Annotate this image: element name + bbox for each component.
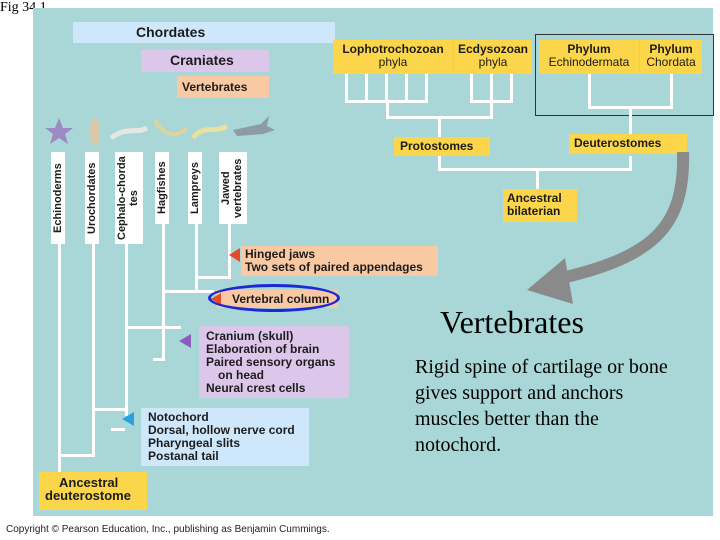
tree-line: [470, 74, 473, 102]
ecdysozoan-line2: phyla: [478, 55, 508, 69]
chordates-label: Chordates: [73, 22, 335, 43]
cranium-line1: Cranium (skull): [206, 329, 294, 343]
ancestral-bilaterian-line1: Ancestral: [507, 191, 562, 205]
tree-line: [162, 290, 214, 293]
zoom-arrowhead: [527, 258, 573, 304]
tree-line: [125, 326, 181, 329]
deuterostome-phyla-frame: [535, 34, 714, 116]
chordata-line2: Chordata: [646, 55, 696, 69]
craniates-label: Craniates: [141, 50, 269, 72]
tree-line: [58, 454, 95, 457]
tree-line: [510, 74, 513, 102]
protostomes-label: Protostomes: [394, 137, 490, 156]
echinodermata-label: Phylum Echinodermata: [539, 40, 639, 74]
lophotrochozoan-phyla-label: Lophotrochozoan phyla: [333, 40, 453, 74]
ancestral-deuterostome-line1: Ancestral: [59, 475, 119, 490]
cranium-line5: Neural crest cells: [206, 381, 306, 395]
ancestral-bilaterian-line2: bilaterian: [507, 204, 561, 218]
tree-line: [536, 170, 539, 190]
vertebrates-label: Vertebrates: [177, 76, 269, 98]
echinodermata-line1: Phylum: [567, 42, 611, 56]
taxon-echinoderms: Echinoderms: [51, 152, 65, 244]
deuterostomes-label: Deuterostomes: [569, 134, 687, 154]
tree-line: [490, 74, 493, 102]
tree-line: [588, 74, 591, 108]
tree-line: [438, 156, 441, 170]
lancelet-icon: [109, 125, 149, 141]
tree-line: [365, 74, 368, 102]
vertebral-highlight-ring: [208, 284, 340, 312]
zoom-arrow-shaft: [551, 151, 690, 286]
notochord-line3: Pharyngeal slits: [148, 436, 241, 450]
notochord-line1: Notochord: [148, 410, 209, 424]
cranium-marker-icon: [179, 334, 191, 348]
ecdysozoan-line1: Ecdysozoan: [457, 42, 529, 56]
taxon-hagfishes: Hagfishes: [155, 152, 169, 224]
sea-star-icon: [45, 118, 73, 144]
taxon-jawed-vertebrates: Jawed vertebrates: [219, 152, 247, 224]
cranium-line3: Paired sensory organs: [206, 355, 336, 369]
hagfish-icon: [153, 119, 189, 137]
diagram-panel: Chordates Craniates Vertebrates Lophotro…: [33, 8, 714, 516]
tree-line: [405, 74, 408, 102]
tree-line: [629, 108, 632, 134]
tree-line: [345, 74, 348, 102]
tree-line: [629, 156, 632, 170]
cranium-line2: Elaboration of brain: [206, 342, 320, 356]
tree-line: [195, 220, 198, 292]
lamprey-icon: [190, 123, 229, 140]
echinodermata-line2: Echinodermata: [548, 55, 630, 69]
copyright-notice: Copyright © Pearson Education, Inc., pub…: [6, 524, 330, 535]
notochord-marker-icon: [122, 412, 134, 426]
notochord-line2: Dorsal, hollow nerve cord: [148, 423, 295, 437]
cranium-trait: Cranium (skull) Elaboration of brain Pai…: [199, 326, 349, 398]
tree-line: [385, 74, 388, 102]
slide-body-text: Rigid spine of cartilage or bone gives s…: [415, 356, 668, 456]
taxon-lampreys: Lampreys: [188, 152, 202, 224]
tree-line: [386, 116, 493, 119]
slide-title: Vertebrates: [440, 304, 584, 340]
tree-line: [345, 100, 428, 103]
tree-line: [153, 358, 165, 361]
chordata-label: Phylum Chordata: [640, 40, 702, 74]
notochord-trait: Notochord Dorsal, hollow nerve cord Phar…: [141, 408, 309, 466]
tree-line: [195, 276, 231, 279]
tree-line: [111, 428, 125, 431]
organism-silhouettes: [45, 116, 275, 146]
ancestral-deuterostome-line2: deuterostome: [45, 488, 131, 503]
cranium-line4: on head: [218, 368, 265, 382]
tree-line: [670, 74, 673, 108]
jaws-line1: Hinged jaws: [245, 247, 316, 261]
tree-line: [588, 106, 673, 109]
tunicate-icon: [90, 118, 100, 146]
ancestral-bilaterian-label: Ancestral bilaterian: [503, 189, 577, 222]
tree-line: [470, 100, 513, 103]
tree-line: [438, 168, 632, 171]
tree-line: [92, 408, 128, 411]
taxon-urochordates: Urochordates: [85, 152, 99, 244]
tree-line: [92, 240, 95, 456]
tree-line: [425, 74, 428, 102]
tree-line: [490, 102, 493, 118]
notochord-line4: Postanal tail: [148, 449, 219, 463]
tree-line: [438, 118, 441, 137]
shark-icon: [233, 116, 275, 136]
hinged-jaws-trait: Hinged jaws Two sets of paired appendage…: [241, 246, 438, 276]
zoom-arrow: [527, 151, 690, 304]
lophotrochozoan-line2: phyla: [378, 55, 408, 69]
ecdysozoan-phyla-label: Ecdysozoan phyla: [454, 40, 532, 74]
lophotrochozoan-line1: Lophotrochozoan: [342, 42, 444, 56]
ancestral-deuterostome-label: Ancestral deuterostome: [39, 472, 147, 510]
taxon-cephalochordates: Cephalo-chordates: [115, 152, 143, 244]
tree-line: [386, 102, 389, 118]
chordata-line1: Phylum: [649, 42, 693, 56]
tree-line: [58, 240, 61, 480]
jaws-marker-icon: [229, 248, 240, 262]
jaws-line2: Two sets of paired appendages: [245, 260, 423, 274]
